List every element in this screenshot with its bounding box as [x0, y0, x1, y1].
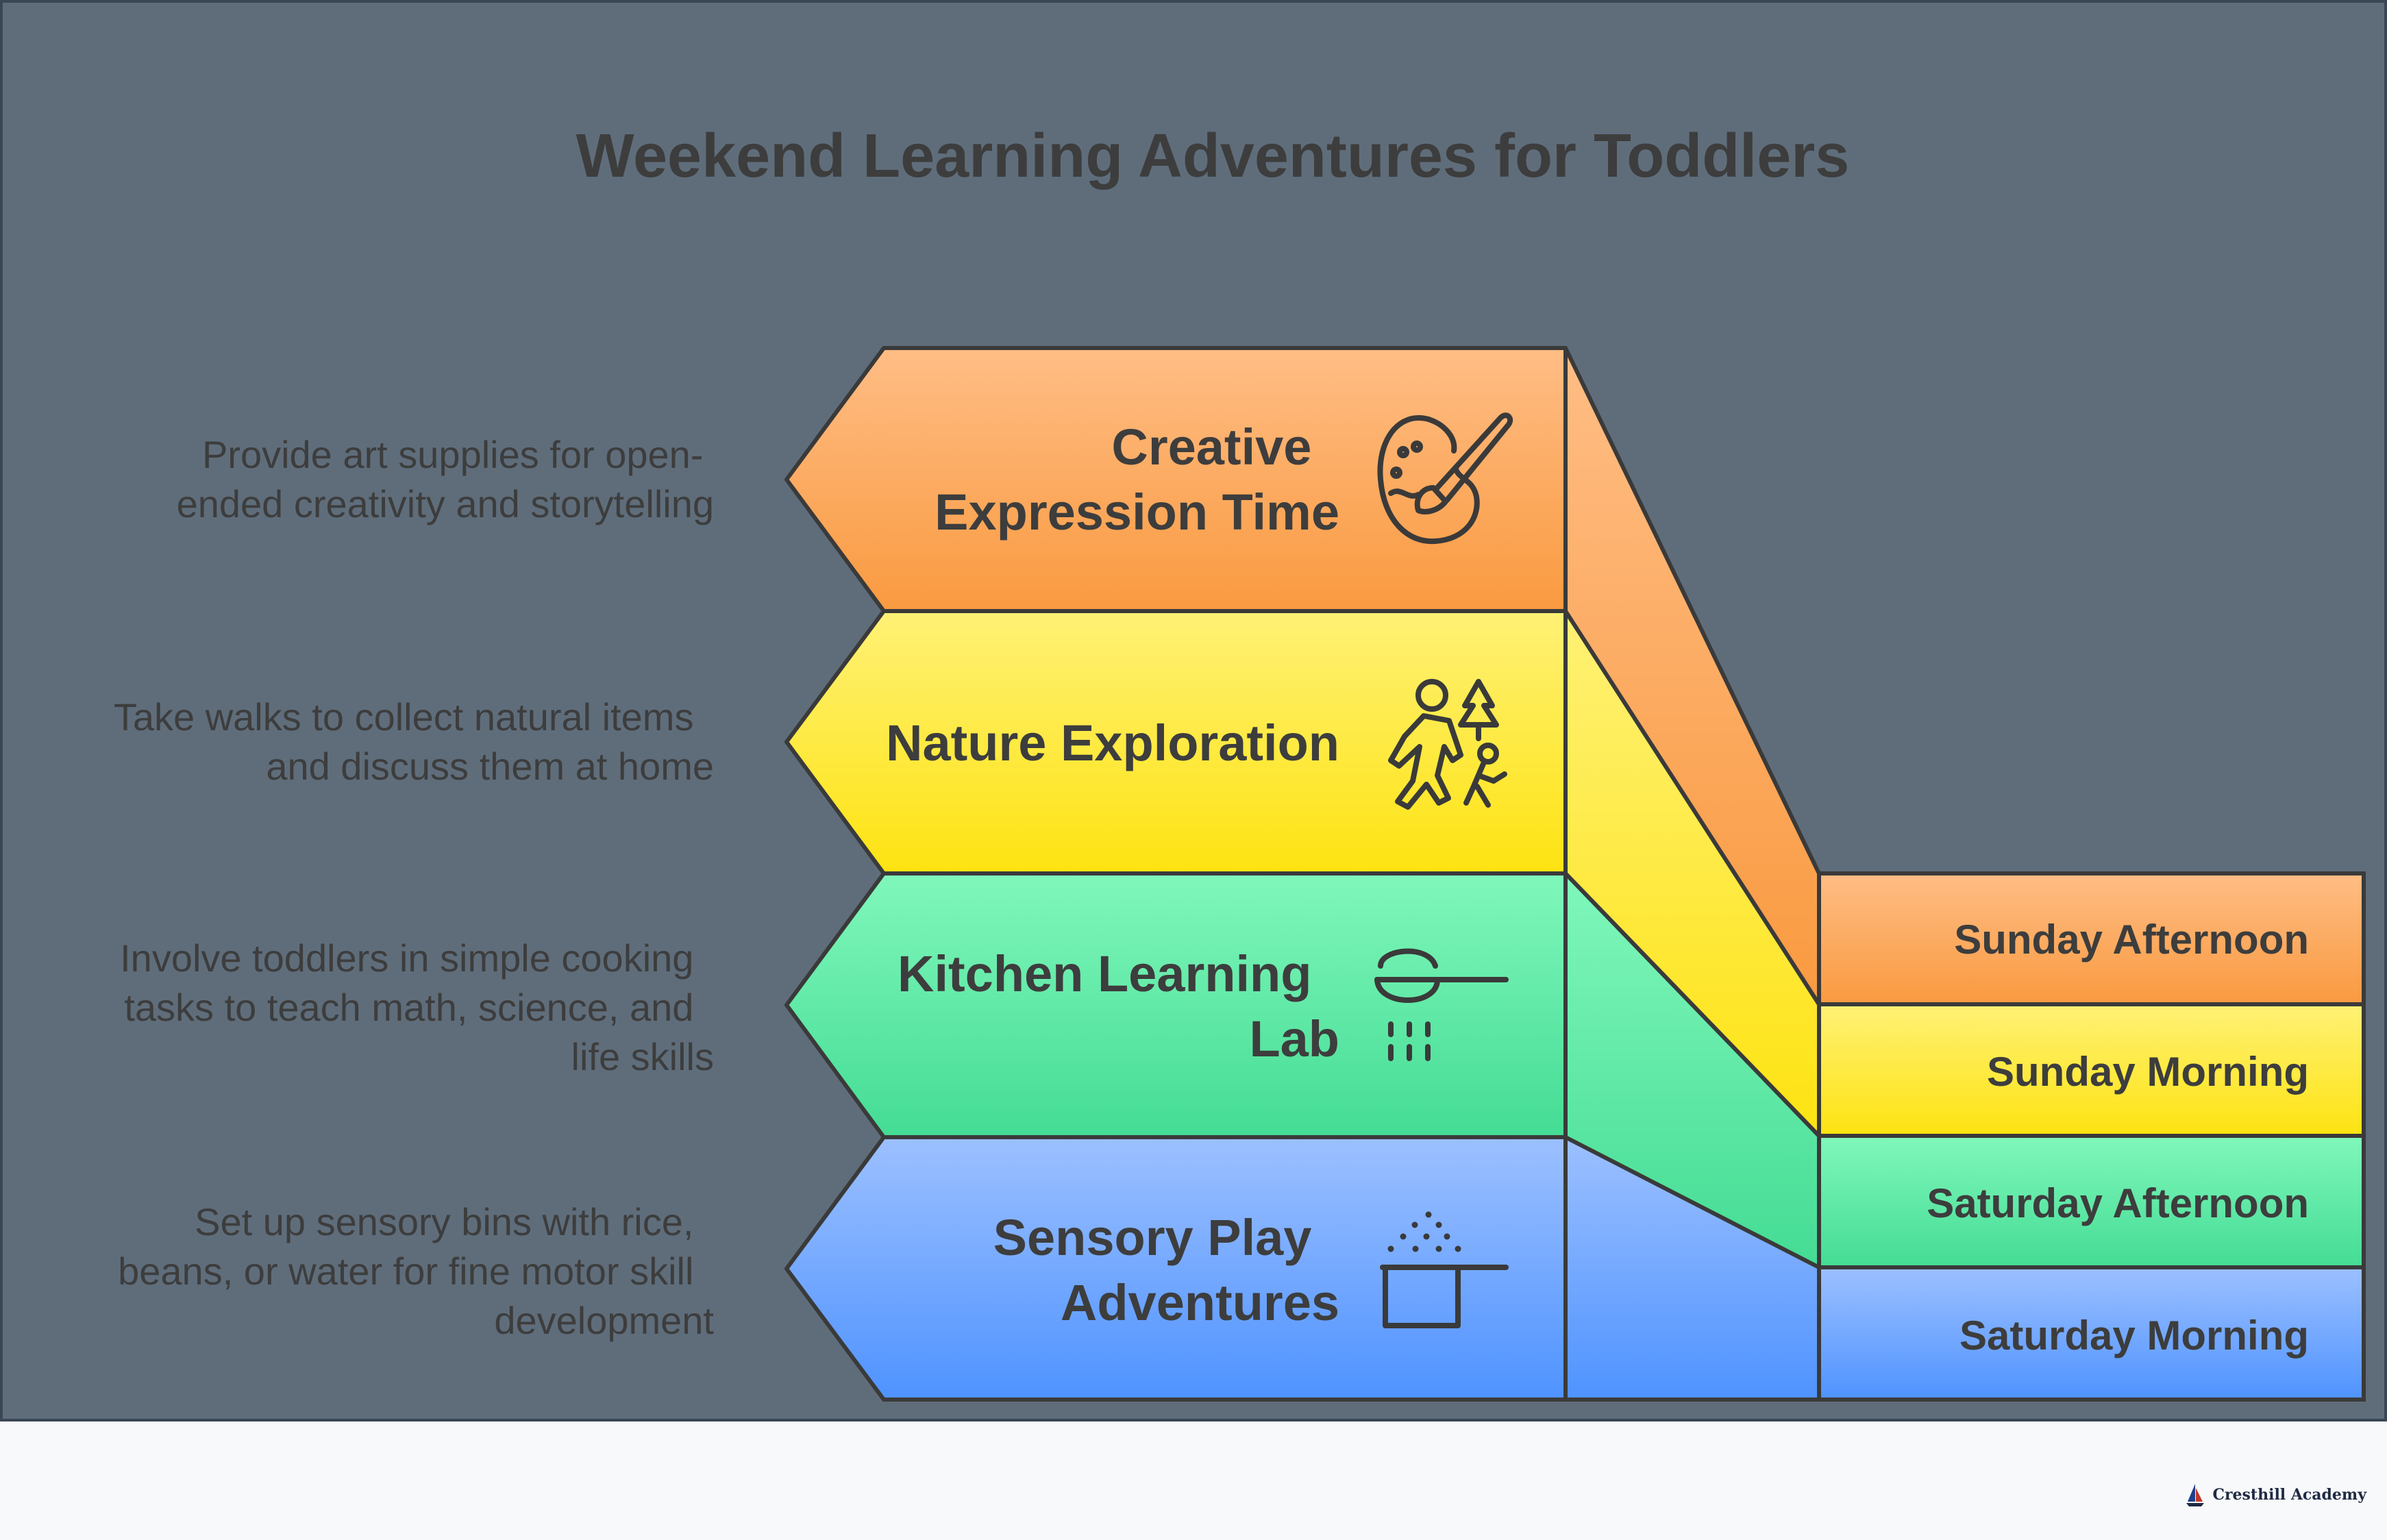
activity-description: Provide art supplies for open- ended cre…	[177, 433, 714, 525]
sensory-bin-icon	[1380, 1211, 1509, 1328]
activity-arrow-shape	[784, 346, 1568, 613]
brand-name: Cresthill Academy	[2212, 1486, 2366, 1504]
time-slot-sunday-morning: Sunday Morning	[1817, 1002, 2366, 1138]
time-slots: Sunday Afternoon Sunday Morning Saturday…	[1817, 871, 2366, 1402]
walking-nature-icon	[1388, 679, 1507, 810]
activity-arrow-shape	[784, 1135, 1568, 1402]
activity-description: Involve toddlers in simple cooking tasks…	[120, 936, 714, 1078]
activity-description: Take walks to collect natural items and …	[114, 695, 714, 788]
activity-arrow-shape	[784, 871, 1568, 1139]
activity-sensory-play: Sensory Play Adventures Set up sensory b…	[118, 1135, 1568, 1402]
activity-label-line: Expression Time	[935, 484, 1339, 541]
activity-label-line: Creative	[1111, 419, 1311, 475]
activity-description-line: Take walks to collect natural items	[114, 695, 694, 738]
time-slot-label: Sunday Afternoon	[1954, 917, 2309, 962]
activity-description-line: ended creativity and storytelling	[177, 482, 714, 525]
time-slot-saturday-morning: Saturday Morning	[1817, 1265, 2366, 1402]
activity-label: Sensory Play Adventures	[993, 1209, 1339, 1331]
time-slot-label: Sunday Morning	[1987, 1049, 2309, 1095]
activity-label-line: Lab	[1249, 1010, 1339, 1067]
activity-creative-expression: Creative Expression Time Provide art sup…	[177, 346, 1568, 613]
time-slot-bar	[1817, 871, 2366, 1006]
time-slot-bar	[1817, 1134, 2366, 1269]
time-slot-sunday-afternoon: Sunday Afternoon	[1817, 871, 2366, 1006]
activity-description: Set up sensory bins with rice, beans, or…	[118, 1200, 714, 1342]
sailboat-icon	[2186, 1484, 2205, 1506]
activity-description-line: tasks to teach math, science, and	[124, 986, 693, 1029]
page-title: Weekend Learning Adventures for Toddlers	[576, 122, 1850, 190]
activity-label-line: Nature Exploration	[886, 715, 1339, 771]
activity-description-line: Provide art supplies for open-	[202, 433, 704, 476]
activity-description-line: Set up sensory bins with rice,	[195, 1200, 693, 1243]
activity-label-line: Kitchen Learning	[898, 945, 1311, 1002]
brand-logo: Cresthill Academy	[2185, 1482, 2366, 1507]
activity-description-line: beans, or water for fine motor skill	[118, 1250, 693, 1293]
time-slot-saturday-afternoon: Saturday Afternoon	[1817, 1134, 2366, 1269]
activity-label: Kitchen Learning Lab	[898, 945, 1339, 1067]
palette-brush-icon	[1377, 412, 1513, 545]
activity-label: Creative Expression Time	[935, 419, 1339, 541]
activity-description-line: life skills	[571, 1035, 714, 1078]
time-slot-bar	[1817, 1002, 2366, 1138]
activity-kitchen-learning: Kitchen Learning Lab Involve toddlers in…	[120, 871, 1568, 1139]
activity-description-line: Involve toddlers in simple cooking	[120, 936, 693, 980]
diagram-canvas: Weekend Learning Adventures for Toddlers…	[0, 0, 2387, 1421]
time-slot-label: Saturday Afternoon	[1927, 1180, 2309, 1226]
time-slot-bar	[1817, 1265, 2366, 1402]
activity-label: Nature Exploration	[886, 715, 1339, 771]
activity-label-line: Adventures	[1061, 1274, 1339, 1331]
measuring-cup-icon	[1374, 948, 1509, 1061]
time-slot-label: Saturday Morning	[1959, 1313, 2309, 1358]
activity-label-line: Sensory Play	[993, 1209, 1312, 1266]
footer-bar: Cresthill Academy	[0, 1421, 2387, 1540]
activity-description-line: and discuss them at home	[266, 745, 714, 788]
activity-description-line: development	[494, 1299, 714, 1342]
